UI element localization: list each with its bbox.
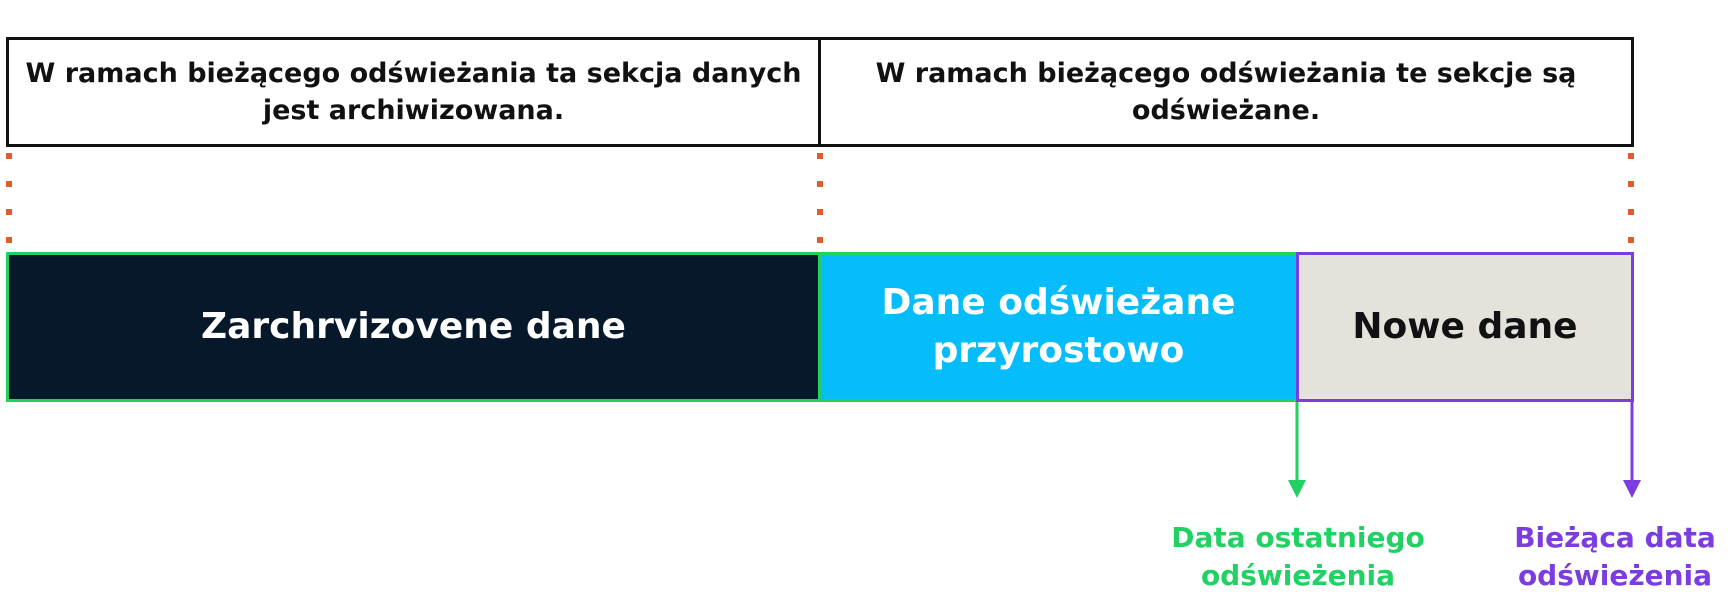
archived-data-label: Zarchrvizovene dane: [201, 306, 626, 347]
refreshed-section-header-text: W ramach bieżącego odświeżania te sekcje…: [875, 58, 1577, 126]
refreshed-section-header: W ramach bieżącego odświeżania te sekcje…: [818, 37, 1634, 147]
dotted-guides: [6, 153, 1634, 250]
current-refresh-date-text: Bieżąca data odświeżenia: [1514, 521, 1716, 592]
new-data-label: Nowe dane: [1352, 306, 1578, 347]
last-refresh-arrow: [1288, 402, 1306, 498]
archived-section-header: W ramach bieżącego odświeżania ta sekcja…: [6, 37, 821, 147]
current-refresh-arrow: [1623, 402, 1641, 498]
new-data-segment: Nowe dane: [1296, 252, 1634, 402]
archived-data-segment: Zarchrvizovene dane: [6, 252, 821, 402]
arrow-down-icon: [1288, 480, 1306, 498]
incremental-data-label: Dane odświeżane przyrostowo: [881, 282, 1236, 371]
last-refresh-date-label: Data ostatniego odświeżenia: [1140, 519, 1456, 595]
incremental-data-segment: Dane odświeżane przyrostowo: [818, 252, 1299, 402]
last-refresh-date-text: Data ostatniego odświeżenia: [1171, 521, 1425, 592]
current-refresh-date-label: Bieżąca data odświeżenia: [1505, 519, 1731, 595]
arrow-down-icon: [1623, 480, 1641, 498]
archived-section-header-text: W ramach bieżącego odświeżania ta sekcja…: [25, 58, 802, 126]
